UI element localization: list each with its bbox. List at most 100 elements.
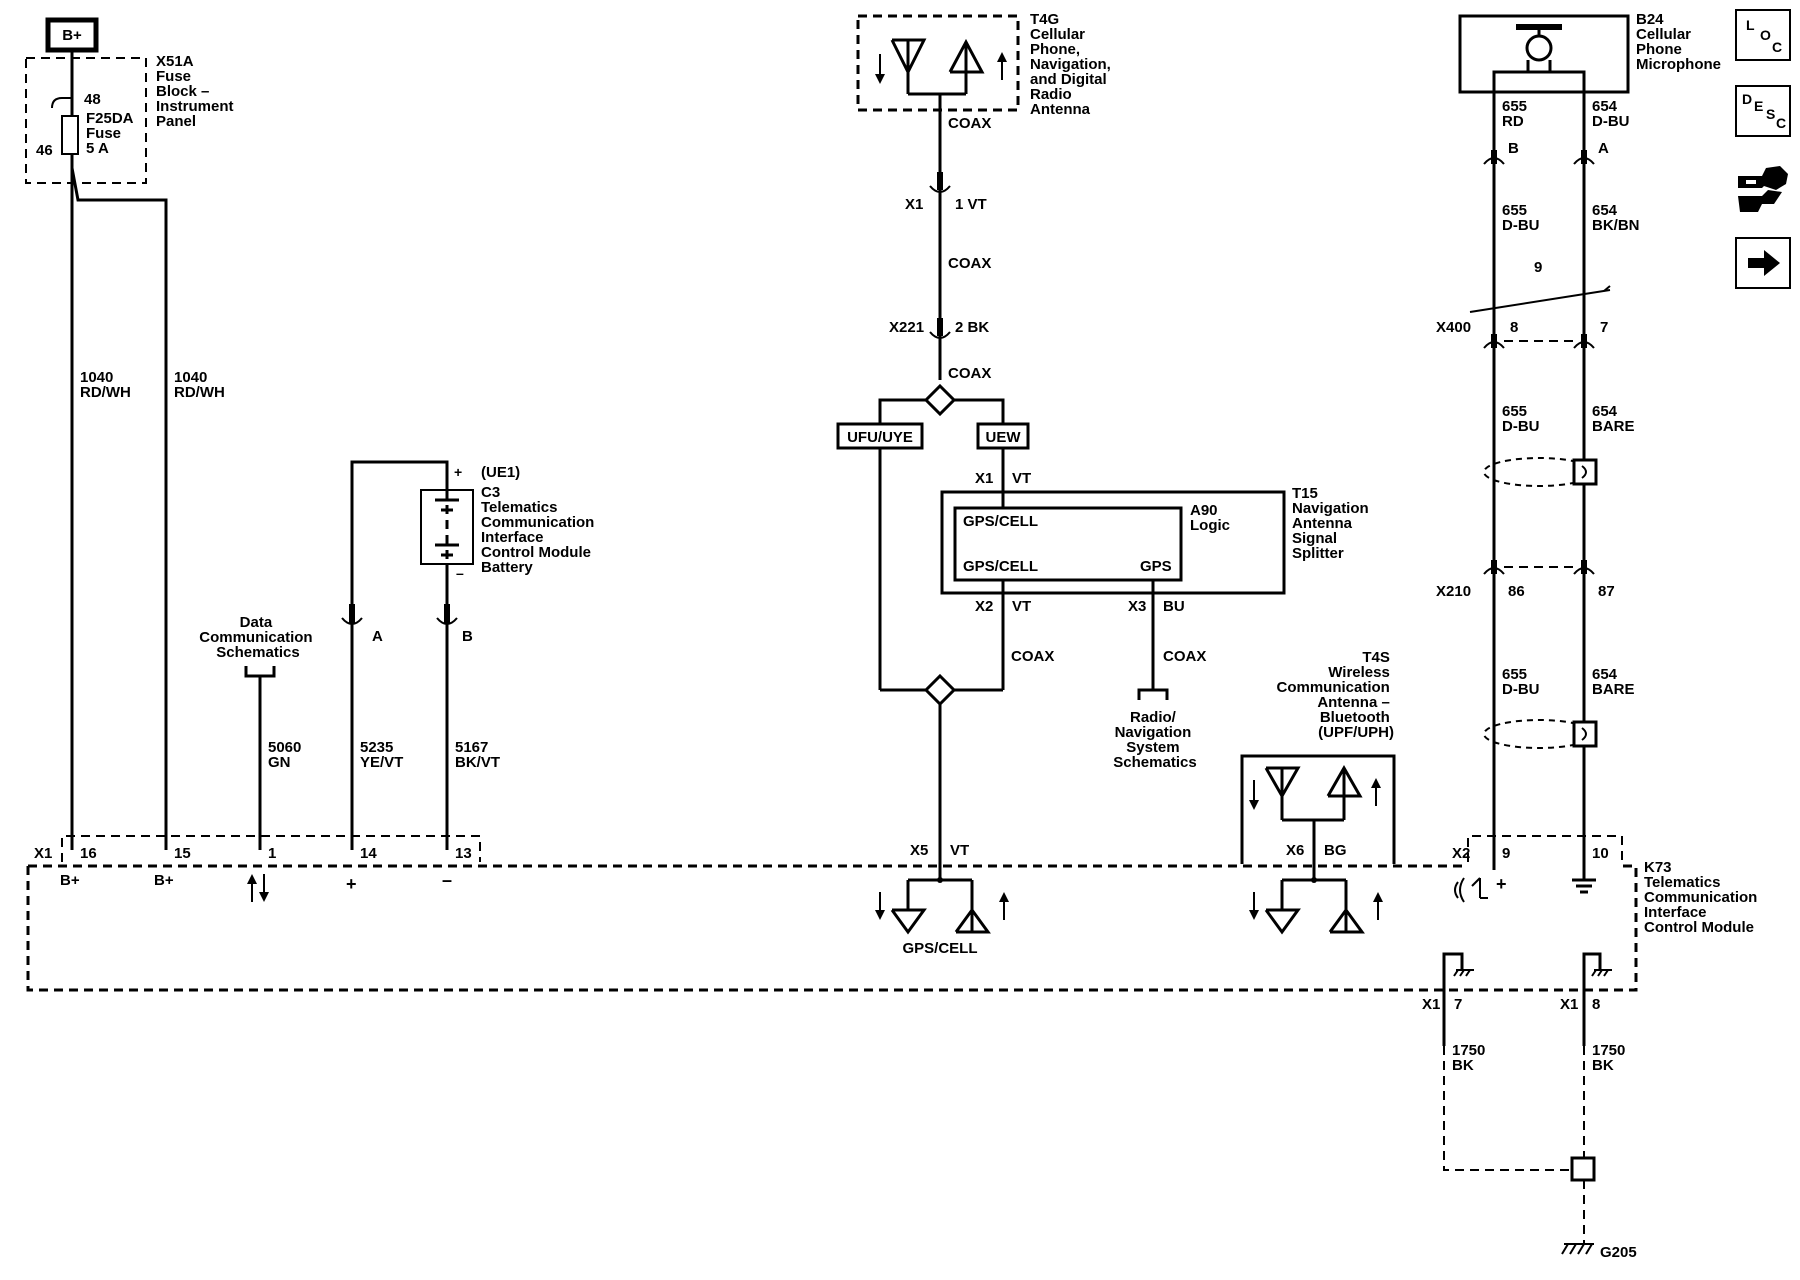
battery-plus: + <box>454 464 462 480</box>
radio-nav-ref: Radio/ Navigation System Schematics <box>1113 688 1197 771</box>
svg-text:O: O <box>1760 27 1771 43</box>
wire-5167-label: 5167 BK/VT <box>455 739 500 771</box>
arrow-up-icon <box>997 52 1007 62</box>
splitter-x2: X2 <box>975 598 993 615</box>
schematic-ref-bracket-icon <box>1137 688 1169 700</box>
data-communication-ref: Data Communication Schematics 5060 GN <box>199 614 313 850</box>
splitter-x3: X3 <box>1128 598 1146 615</box>
module-x6-pin: BG <box>1324 842 1347 859</box>
arrow-down-icon <box>1249 800 1259 810</box>
gps-receive-icon <box>890 908 927 935</box>
x210-name: X210 <box>1436 583 1471 600</box>
svg-text:D: D <box>1742 91 1752 107</box>
module-x2-pin-10: 10 <box>1592 845 1609 862</box>
module-pin-16: 16 <box>80 845 97 862</box>
fuse-pin-top: 48 <box>84 91 101 108</box>
module-pin-16-label: B+ <box>60 872 80 889</box>
next-button[interactable] <box>1735 237 1791 289</box>
wire-655-second-label: 655 D-BU <box>1502 202 1540 234</box>
mic-title: B24 Cellular Phone Microphone <box>1636 11 1721 73</box>
connector-icon <box>1483 567 1505 575</box>
module-k73: K73 Telematics Communication Interface C… <box>26 835 1762 992</box>
location-button[interactable]: L O C <box>1735 9 1791 61</box>
wire-1040-left-label: 1040 RD/WH <box>80 369 131 401</box>
wire-655-fourth-label: 655 D-BU <box>1502 666 1540 698</box>
connector-icon <box>1483 341 1505 349</box>
module-x1: X1 <box>34 845 52 862</box>
module-x2: X2 <box>1452 845 1470 862</box>
module-pin-13: 13 <box>455 845 472 862</box>
fuse-pin-bottom: 46 <box>36 142 53 159</box>
pin-b-label: B <box>462 628 473 645</box>
svg-text:L: L <box>1746 17 1755 33</box>
coax-label-5: COAX <box>1163 648 1206 665</box>
option-ufu-label: UFU/UYE <box>847 429 913 446</box>
arrow-up-icon <box>1371 778 1381 788</box>
ground-icon <box>1572 878 1596 894</box>
splitter-t15: X1 VT T15 Navigation Antenna Signal Spli… <box>940 470 1373 615</box>
battery-minus: – <box>456 565 464 581</box>
x221-conn-pin: 2 BK <box>955 319 989 336</box>
battery-option: (UE1) <box>481 464 520 481</box>
ground-pin-right: 8 <box>1592 996 1600 1013</box>
coax-label-4: COAX <box>1011 648 1054 665</box>
svg-text:Radio/ Navigation: Radio/ Navigation System Schematics <box>1113 709 1196 771</box>
fuse-block: X51A Fuse Block – Instrument Panel 48 46… <box>25 53 234 200</box>
module-pin-15-label: B+ <box>154 872 174 889</box>
connector-icon <box>1573 341 1595 349</box>
wire-654-second-label: 654 BK/BN <box>1592 202 1640 234</box>
arrow-right-icon <box>1748 250 1780 276</box>
module-pin-1: 1 <box>268 845 276 862</box>
ground-x1-left: X1 <box>1422 996 1440 1013</box>
x400-pin-8: 8 <box>1510 319 1518 336</box>
pin-a-mic: A <box>1598 140 1609 157</box>
component-view-button[interactable] <box>1738 166 1788 212</box>
mic-plus: + <box>1496 874 1507 894</box>
x1-conn-pin: 1 VT <box>955 196 987 213</box>
x210-pin-86: 86 <box>1508 583 1525 600</box>
module-pin-14-label: + <box>346 874 357 894</box>
gps-cell-top: GPS/CELL <box>963 513 1038 530</box>
description-button[interactable]: D E S C <box>1735 85 1791 137</box>
pin-b-mic: B <box>1508 140 1519 157</box>
module-pin-14: 14 <box>360 845 377 862</box>
ground-x1-right: X1 <box>1560 996 1578 1013</box>
power-label: B+ <box>62 27 82 44</box>
svg-text:E: E <box>1754 98 1763 114</box>
connector-icon <box>1573 567 1595 575</box>
wire-655-top-label: 655 RD <box>1502 98 1531 130</box>
svg-text:S: S <box>1766 106 1775 122</box>
x400-pin-7: 7 <box>1600 319 1608 336</box>
svg-text:C: C <box>1776 115 1786 131</box>
wire-1750-left-label: 1750 BK <box>1452 1042 1490 1074</box>
arrow-down-icon <box>875 910 885 920</box>
microphone-box <box>1458 14 1630 94</box>
wire-1040-right-label: 1040 RD/WH <box>174 369 225 401</box>
splice-diamond-bottom-icon <box>923 673 957 707</box>
mic-input-icon <box>1454 877 1488 903</box>
wire-654-third-label: 654 BARE <box>1592 403 1635 435</box>
wire-5235 <box>350 460 449 850</box>
wire-5060-label: 5060 GN <box>268 739 306 771</box>
connector-icon <box>1483 157 1505 165</box>
gps-cell-bottom: GPS/CELL <box>963 558 1038 575</box>
module-x5-pin: VT <box>950 842 969 859</box>
connector-view-icon <box>1738 166 1788 190</box>
x400-name: X400 <box>1436 319 1471 336</box>
module-pin-15: 15 <box>174 845 191 862</box>
wire-5235-label: 5235 YE/VT <box>360 739 403 771</box>
wire-1750-right-label: 1750 BK <box>1592 1042 1630 1074</box>
ground-pin-left: 7 <box>1454 996 1462 1013</box>
microphone-b24: B24 Cellular Phone Microphone <box>1458 11 1721 94</box>
fuse-label: F25DA Fuse 5 A <box>86 110 137 157</box>
power-source: B+ <box>45 17 99 60</box>
module-title: K73 Telematics Communication Interface C… <box>1644 859 1762 936</box>
fuse-terminal <box>51 97 72 109</box>
option-uew-tag <box>976 422 1030 450</box>
ground-g205-icon <box>1561 1243 1594 1255</box>
splitter-title: T15 Navigation Antenna Signal Splitter <box>1292 485 1373 562</box>
logic-box <box>953 506 1183 582</box>
fuse-icon <box>61 115 79 155</box>
